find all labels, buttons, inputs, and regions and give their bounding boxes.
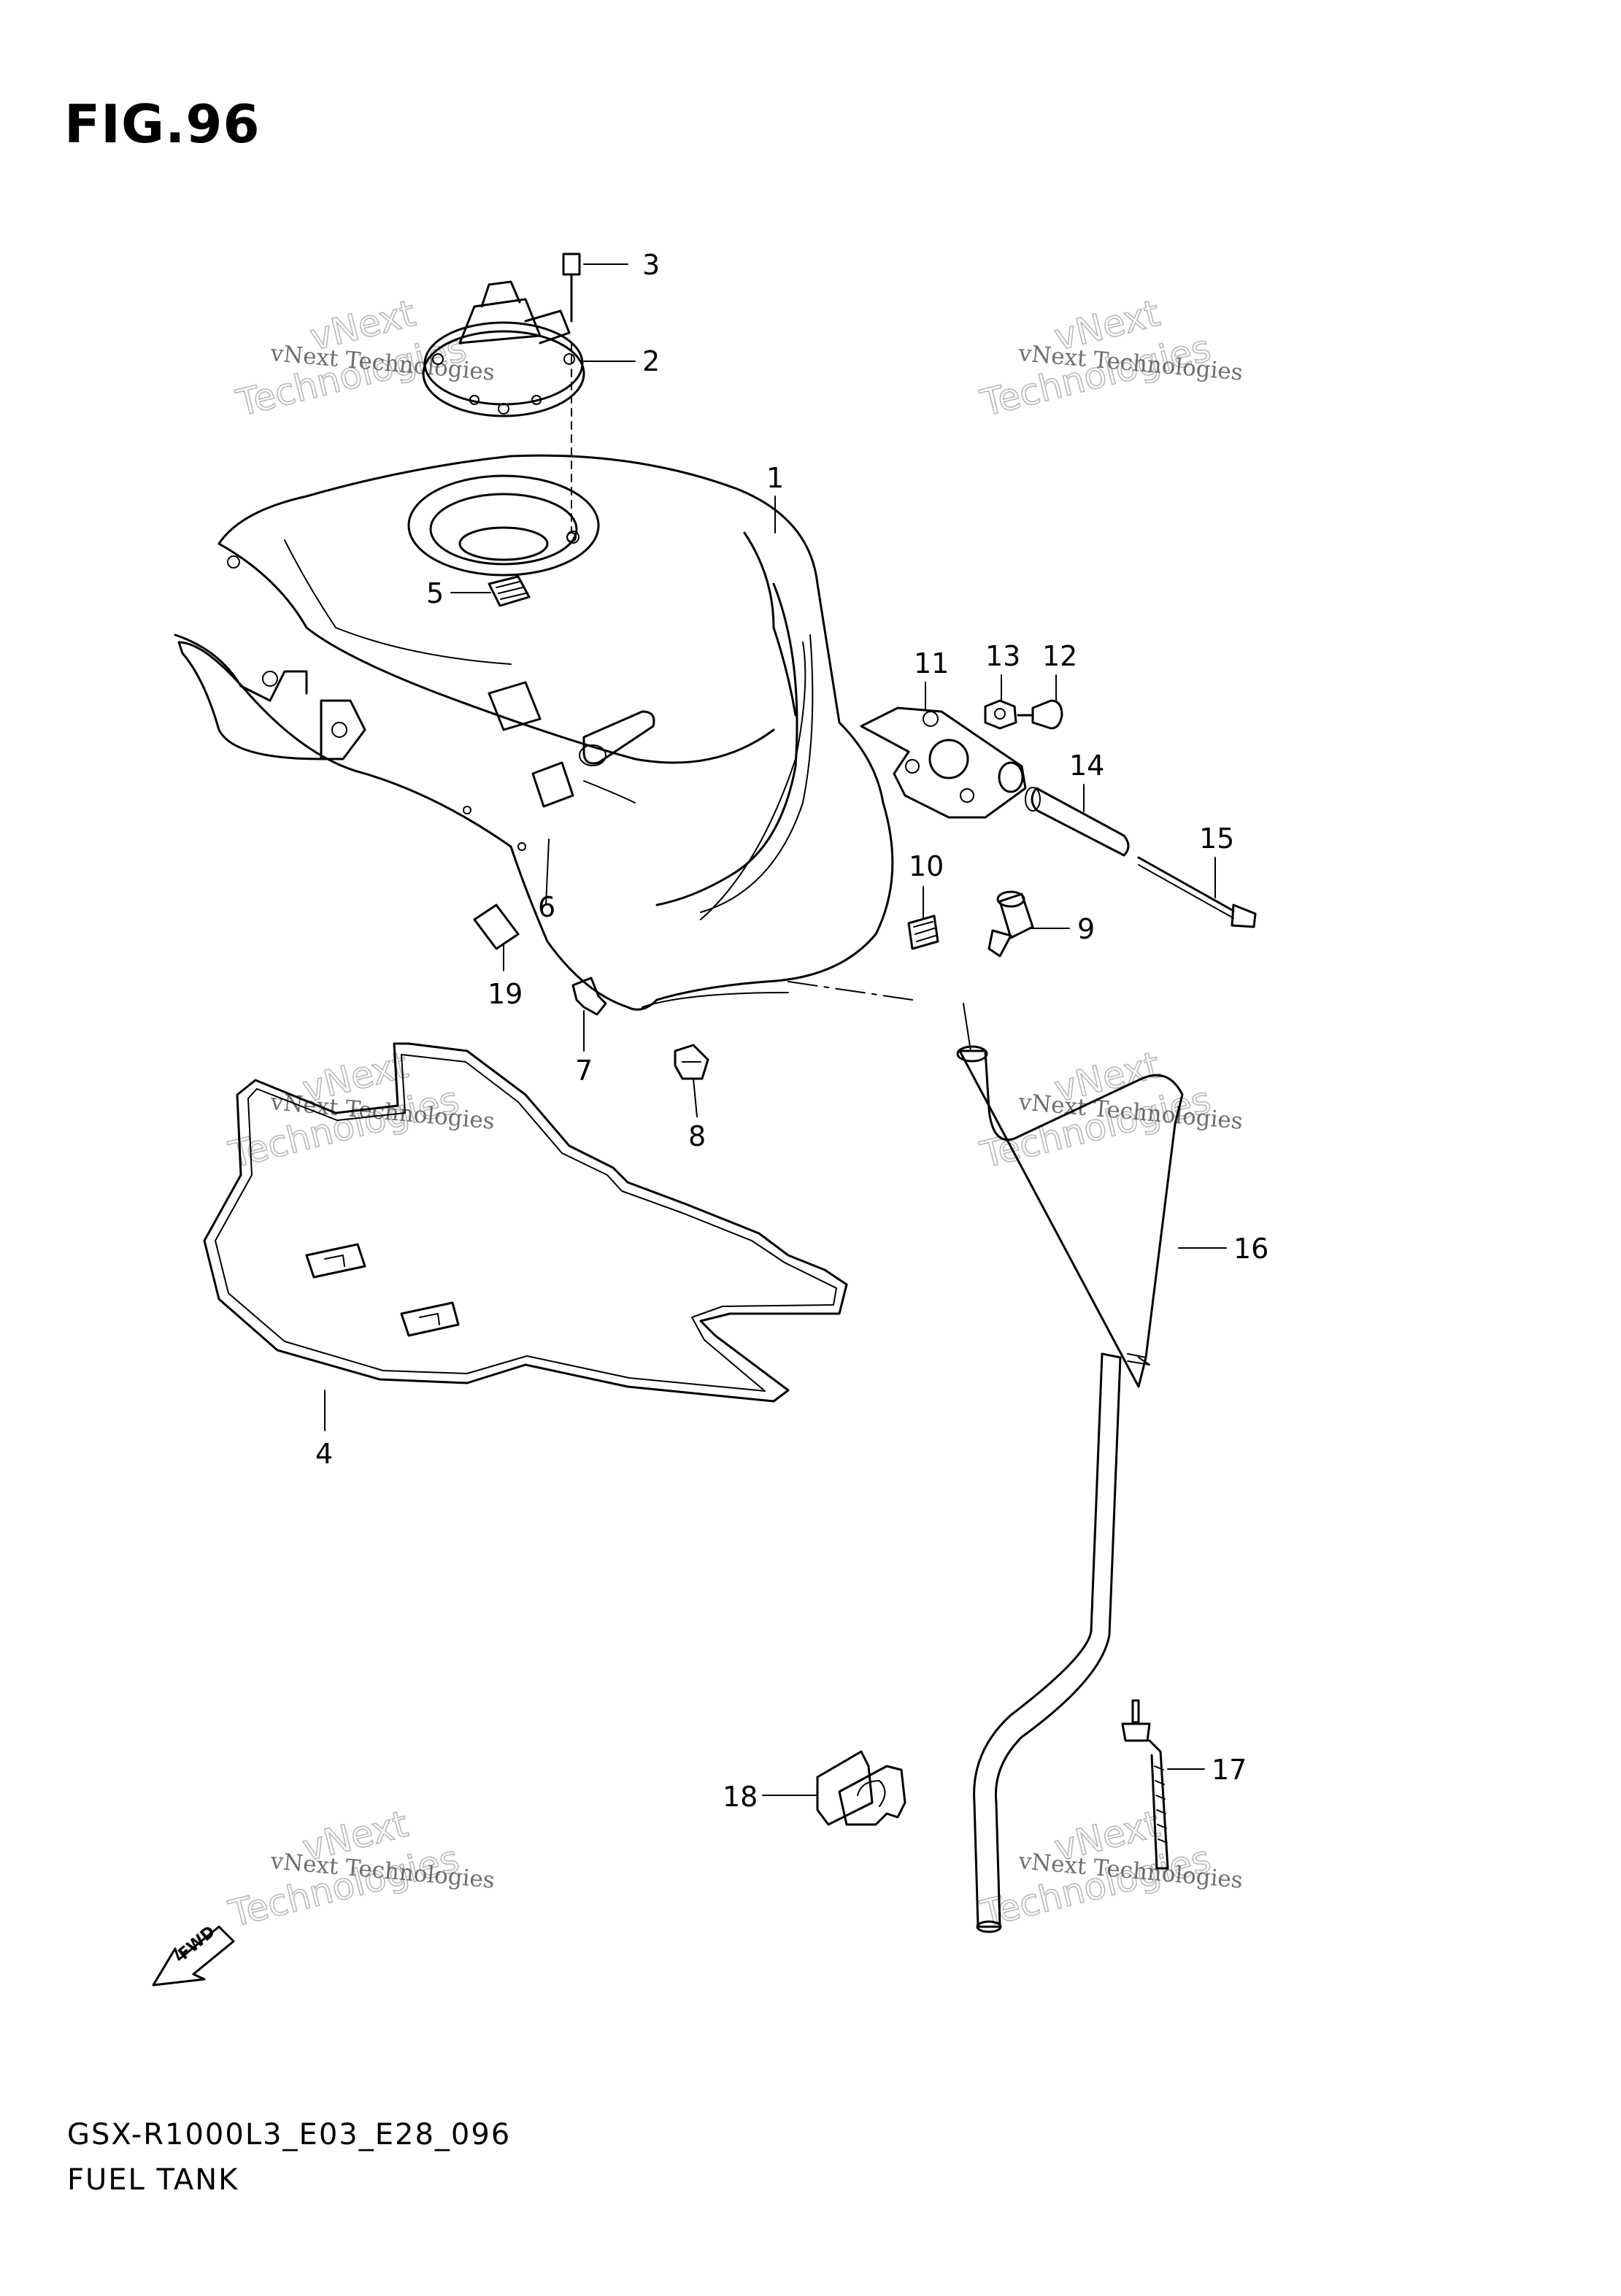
callout-3: 3 (642, 249, 660, 281)
part-1-fuel-tank (174, 454, 894, 1011)
callout-9: 9 (1077, 913, 1095, 945)
watermark-bottom-left: Technologies vNext vNext Technologies (224, 1802, 496, 1935)
callout-5: 5 (426, 577, 444, 609)
part-19-tape (473, 904, 520, 950)
part-17-clamp (1121, 1699, 1169, 1870)
callout-8: 8 (688, 1120, 706, 1152)
callout-7: 7 (575, 1055, 593, 1087)
part-10-plate (907, 914, 939, 950)
leader-lines (324, 263, 1227, 1796)
callout-16: 16 (1233, 1233, 1268, 1265)
callout-17: 17 (1212, 1754, 1247, 1786)
part-2-fuel-cap (422, 280, 585, 417)
part-16-breather-hose (788, 981, 1184, 1933)
callout-6: 6 (538, 891, 555, 923)
part-15-long-bolt (1137, 856, 1257, 928)
fwd-arrow-icon: FWD (152, 1922, 235, 1987)
callout-18: 18 (723, 1781, 758, 1813)
part-12-bolt (1017, 699, 1063, 730)
part-7-clip (571, 976, 607, 1016)
callout-15: 15 (1199, 823, 1234, 855)
callout-14: 14 (1069, 750, 1104, 782)
callout-11: 11 (914, 647, 949, 679)
part-4-tank-cover-pad (203, 1042, 848, 1403)
callout-10: 10 (909, 850, 944, 882)
callout-12: 12 (1042, 640, 1077, 672)
callout-2: 2 (642, 345, 660, 377)
figure-name: FUEL TANK (67, 2163, 239, 2197)
watermark-bottom-right: Technologies vNext vNext Technologies (976, 1802, 1244, 1935)
watermark-top-left: Technologies vNext vNext Technologies (231, 291, 496, 425)
callout-4: 4 (315, 1438, 333, 1470)
part-18-holder (816, 1750, 906, 1826)
part-11-bracket (860, 706, 1027, 819)
watermarks: Technologies vNext vNext Technologies Te… (224, 291, 1244, 1935)
part-8-grommet (674, 1044, 709, 1080)
callout-19: 19 (488, 978, 523, 1010)
callout-13: 13 (985, 640, 1020, 672)
callout-1: 1 (766, 462, 784, 494)
part-14-spacer (1025, 787, 1130, 857)
watermark-top-right: Technologies vNext vNext Technologies (976, 291, 1244, 425)
callout-numbers: 3 2 1 5 11 13 12 14 15 10 9 6 19 7 8 16 … (315, 249, 1268, 1813)
figure-title: FIG.96 (64, 93, 261, 155)
part-5-label (488, 575, 531, 607)
part-3-cap-bolt (562, 253, 581, 542)
model-code: GSX-R1000L3_E03_E28_096 (67, 2118, 512, 2151)
part-13-nut (984, 699, 1017, 730)
part-9-valve (987, 890, 1034, 958)
